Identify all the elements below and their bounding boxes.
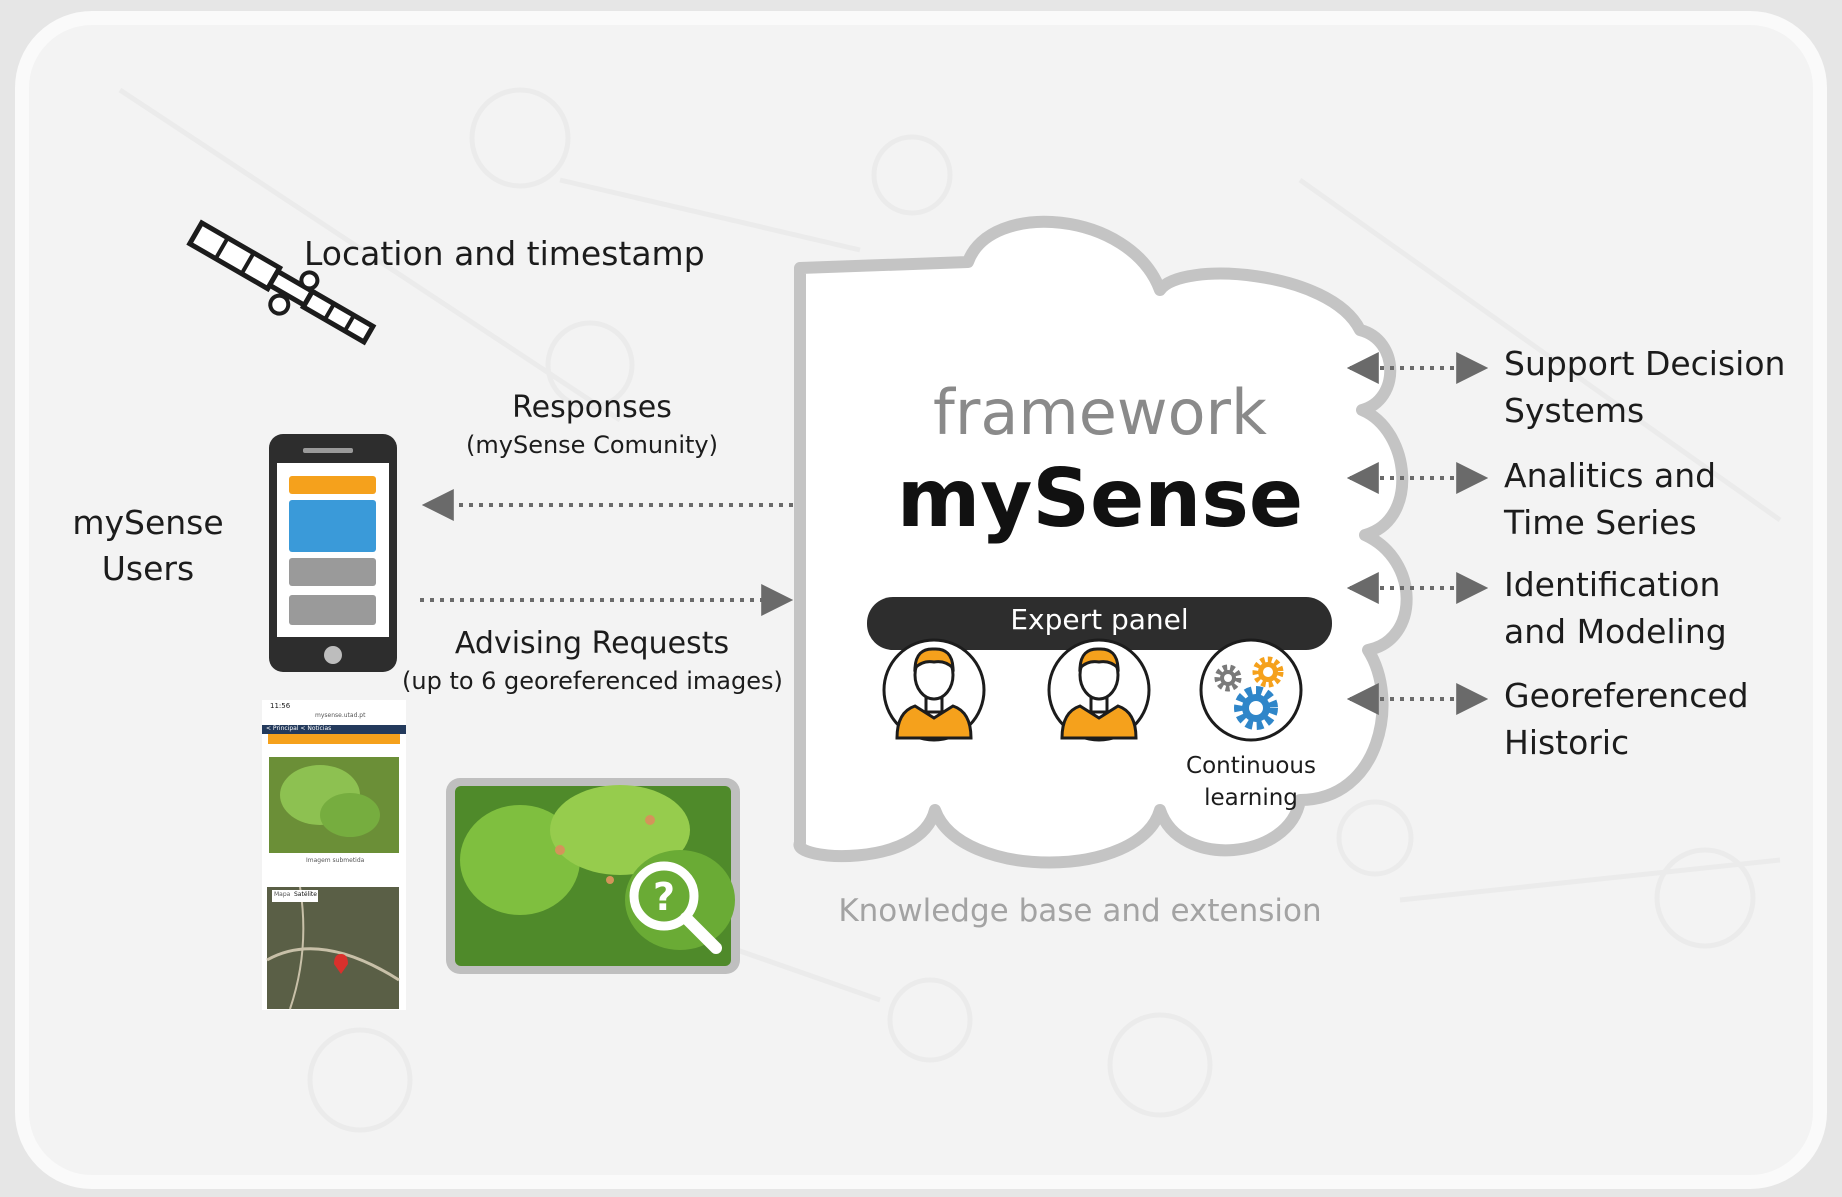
app-url: mysense.utad.pt [315, 712, 366, 719]
output-support-decision: Support Decision Systems [1504, 340, 1785, 434]
output-analitics: Analitics and Time Series [1504, 452, 1716, 546]
expert-avatar-icon [882, 638, 986, 742]
svg-text:?: ? [653, 875, 675, 919]
leaf-photo [446, 778, 740, 974]
output-identification: Identification and Modeling [1504, 561, 1727, 655]
output-line: Historic [1504, 723, 1630, 762]
users-label: mySense Users [58, 500, 238, 592]
framework-label: framework [933, 376, 1267, 449]
users-label-line2: Users [101, 549, 195, 588]
continuous-learning-line1: Continuous [1186, 753, 1316, 779]
app-nav: < Principal < Notícias [266, 725, 332, 732]
output-line: Time Series [1504, 503, 1697, 542]
satellite-label: Location and timestamp [304, 234, 705, 273]
output-line: Analitics and [1504, 456, 1717, 495]
app-map-tab2: Satélite [294, 891, 317, 898]
users-label-line1: mySense [72, 503, 224, 542]
output-line: Identification [1504, 565, 1721, 604]
output-line: Georeferenced [1504, 676, 1749, 715]
expert-panel-bar [867, 597, 1332, 650]
output-line: Support Decision [1504, 344, 1786, 383]
continuous-learning-line2: learning [1204, 785, 1298, 811]
expert-avatar-icon [1047, 638, 1151, 742]
expert-panel-label: Expert panel [1010, 603, 1189, 636]
magnifier-question-icon: ? [629, 861, 722, 954]
satellite-icon [186, 219, 377, 346]
knowledge-base-label: Knowledge base and extension [838, 893, 1322, 929]
phone-icon [269, 434, 397, 672]
output-line: Systems [1504, 391, 1645, 430]
output-georeferenced: Georeferenced Historic [1504, 672, 1749, 766]
requests-label: Advising Requests (up to 6 georeferenced… [402, 624, 783, 698]
app-map-tab1: Mapa [274, 891, 291, 898]
gears-icon [1199, 638, 1303, 742]
output-line: and Modeling [1504, 612, 1727, 651]
requests-title: Advising Requests [454, 626, 730, 661]
continuous-learning-label: Continuous learning [1176, 750, 1326, 814]
responses-label: Responses (mySense Comunity) [442, 388, 742, 462]
app-screenshot [262, 700, 406, 1010]
requests-subtitle: (up to 6 georeferenced images) [402, 667, 783, 695]
product-name: mySense [896, 452, 1304, 545]
responses-subtitle: (mySense Comunity) [466, 431, 718, 459]
app-status-time: 11:56 [270, 702, 291, 710]
responses-title: Responses [512, 390, 672, 425]
app-caption: Imagem submetida [306, 857, 365, 864]
